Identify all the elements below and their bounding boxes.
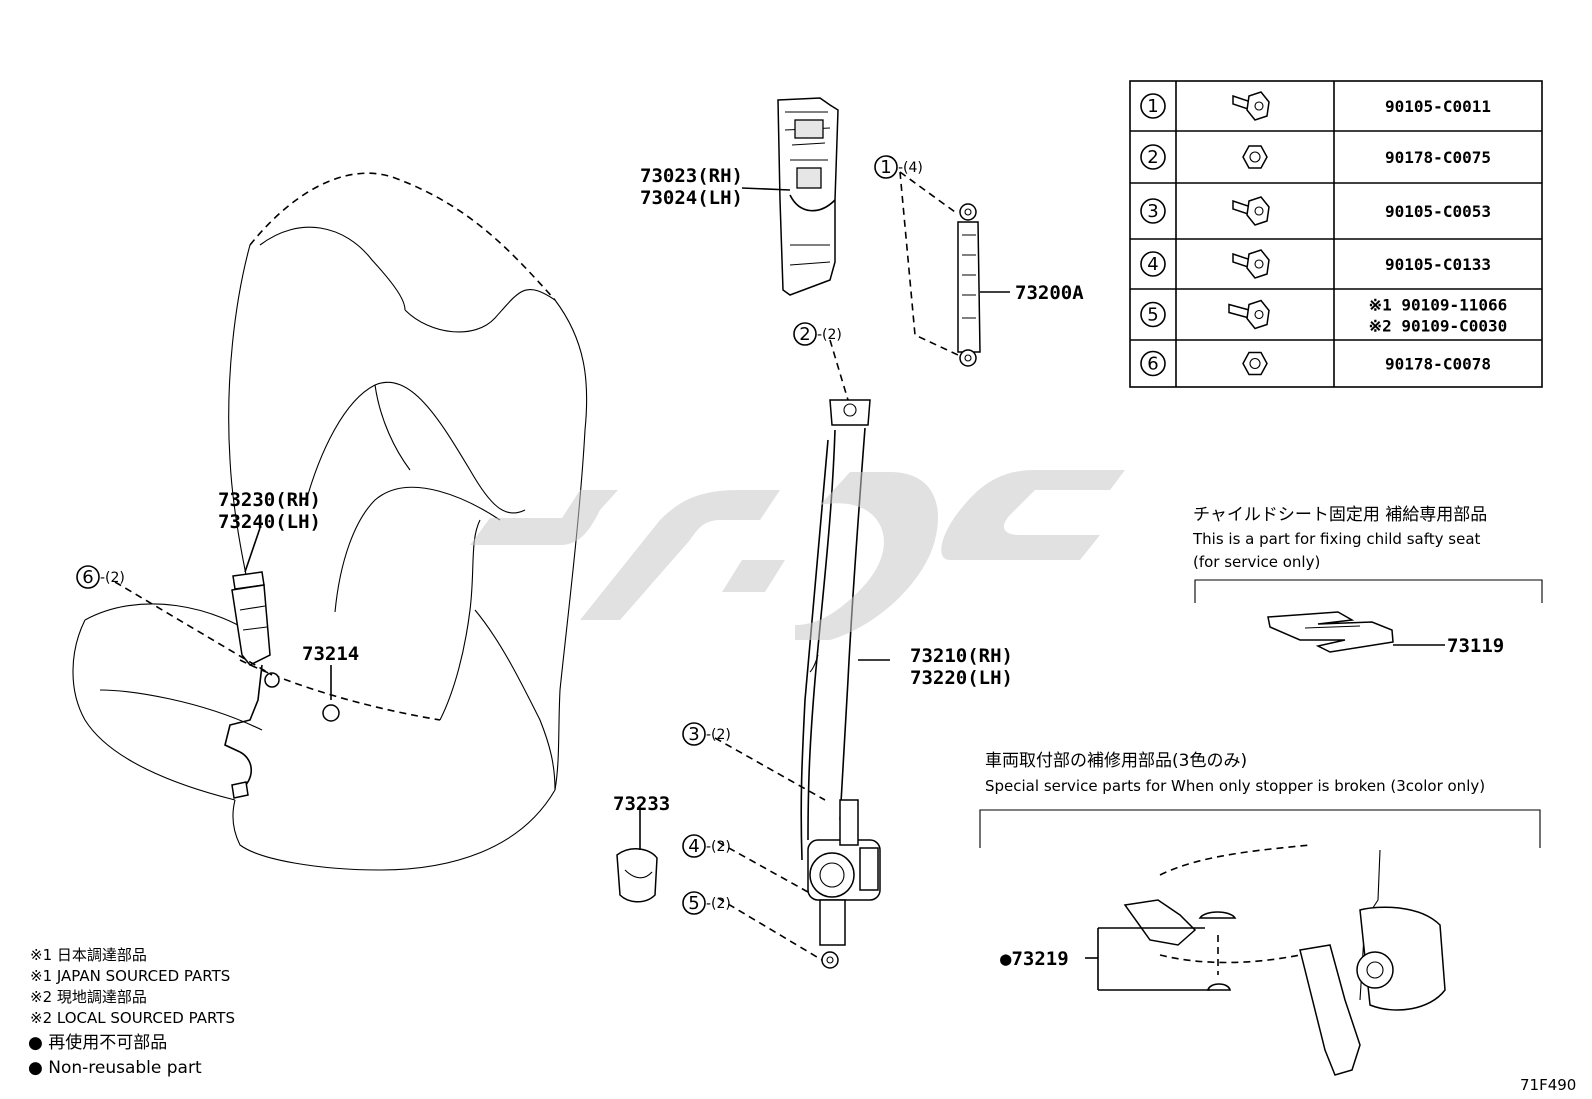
table-ref-circle <box>1140 301 1166 328</box>
svg-text:6: 6 <box>82 567 93 588</box>
legend-line: ※1 JAPAN SOURCED PARTS <box>30 967 230 985</box>
label-buckle-rh: 73230(RH) <box>218 489 321 511</box>
legend-line: ● 再使用不可部品 <box>28 1032 167 1053</box>
child-seat-en2: (for service only) <box>1193 553 1320 571</box>
svg-text:2: 2 <box>799 324 810 345</box>
label-anchor: 73200A <box>1015 282 1084 304</box>
label-stopper: ●73219 <box>1000 948 1069 970</box>
nut-icon <box>1242 351 1268 376</box>
bolt-icon <box>1232 196 1270 226</box>
nut-icon <box>1242 145 1268 169</box>
table-row: 4 90105-C0133 <box>1140 249 1491 279</box>
svg-text:-(2): -(2) <box>706 727 731 743</box>
belt-assembly <box>800 399 890 969</box>
parts-table: 1 90105-C0011 2 90178-C0075 3 90105-C0053 4 901… <box>1129 80 1543 388</box>
legend-line: ※2 LOCAL SOURCED PARTS <box>30 1009 235 1027</box>
table-part-number: 90178-C0075 <box>1385 148 1491 167</box>
callout-6: 6 -(2) <box>76 565 125 589</box>
table-ref-number: 4 <box>1147 254 1158 275</box>
table-row: 2 90178-C0075 <box>1140 144 1491 170</box>
legend: ※1 日本調達部品 ※1 JAPAN SOURCED PARTS ※2 現地調達… <box>28 946 235 1078</box>
callout-4: 4 -(2) <box>682 834 731 858</box>
table-part-number: ※1 90109-11066 <box>1369 296 1508 315</box>
bolt-icon <box>1232 249 1270 279</box>
table-part-number: 90105-C0133 <box>1385 255 1491 274</box>
stopper-jp: 車両取付部の補修用部品(3色のみ) <box>985 751 1247 771</box>
table-frame <box>1129 80 1543 388</box>
svg-text:5: 5 <box>688 893 699 914</box>
legend-line: ● Non-reusable part <box>28 1058 202 1078</box>
label-belt-rh: 73210(RH) <box>910 645 1013 667</box>
label-cover: 73233 <box>613 793 670 815</box>
table-ref-number: 1 <box>1147 96 1158 117</box>
buckle-assembly <box>224 527 280 799</box>
callout-3: 3 -(2) <box>682 722 731 746</box>
table-row: 6 90178-C0078 <box>1140 350 1491 377</box>
table-ref-number: 2 <box>1147 147 1158 168</box>
pillar-cover <box>741 97 839 296</box>
table-row: 3 90105-C0053 <box>1140 196 1491 226</box>
callout-2: 2 -(2) <box>793 322 842 346</box>
svg-text:-(2): -(2) <box>817 327 842 343</box>
grommet-73214 <box>322 704 340 722</box>
callout-5: 5 -(2) <box>682 891 731 915</box>
label-pillar-rh: 73023(RH) <box>640 165 743 187</box>
table-part-number: 90105-C0011 <box>1385 97 1491 116</box>
seat-outline <box>72 172 588 871</box>
cover-73233 <box>616 805 658 903</box>
table-ref-circle <box>1140 350 1166 377</box>
table-ref-circle <box>1140 144 1166 170</box>
label-belt-lh: 73220(LH) <box>910 667 1013 689</box>
legend-line: ※1 日本調達部品 <box>30 946 147 964</box>
anchor-rail <box>957 203 1010 367</box>
figure-ref: 71F490 <box>1520 1076 1576 1094</box>
svg-text:-(2): -(2) <box>706 896 731 912</box>
stopper-en: Special service parts for When only stop… <box>985 777 1485 795</box>
label-child-plate: 73119 <box>1447 635 1504 657</box>
svg-text:1: 1 <box>880 157 891 178</box>
label-pillar-lh: 73024(LH) <box>640 187 743 209</box>
label-grommet: 73214 <box>302 643 359 665</box>
stopper-detail-box <box>979 809 1541 1076</box>
table-ref-number: 3 <box>1147 201 1158 222</box>
svg-text:-(2): -(2) <box>706 839 731 855</box>
callout-1: 1 -(4) <box>874 155 923 179</box>
label-buckle-lh: 73240(LH) <box>218 511 321 533</box>
svg-text:3: 3 <box>688 724 699 745</box>
table-ref-circle <box>1140 251 1166 277</box>
svg-text:4: 4 <box>688 836 699 857</box>
table-ref-circle <box>1140 198 1166 224</box>
bolt-icon <box>1232 91 1270 121</box>
watermark-logo <box>470 470 1125 640</box>
table-part-number-alt: ※2 90109-C0030 <box>1369 317 1508 336</box>
table-part-number: 90105-C0053 <box>1385 202 1491 221</box>
child-seat-bracket <box>1194 579 1543 653</box>
table-row: 1 90105-C0011 <box>1140 91 1491 121</box>
svg-text:-(4): -(4) <box>898 160 923 176</box>
legend-line: ※2 現地調達部品 <box>30 988 147 1006</box>
table-ref-number: 6 <box>1147 354 1158 375</box>
svg-text:-(2): -(2) <box>100 570 125 586</box>
shoulder-bolt-icon <box>1228 299 1270 330</box>
child-seat-jp: チャイルドシート固定用 補給専用部品 <box>1193 505 1487 525</box>
table-ref-number: 5 <box>1147 305 1158 326</box>
table-row: 5 ※1 90109-11066 ※2 90109-C0030 <box>1140 296 1508 336</box>
child-seat-en1: This is a part for fixing child safty se… <box>1192 530 1481 548</box>
table-part-number: 90178-C0078 <box>1385 355 1491 374</box>
table-ref-circle <box>1140 93 1166 119</box>
